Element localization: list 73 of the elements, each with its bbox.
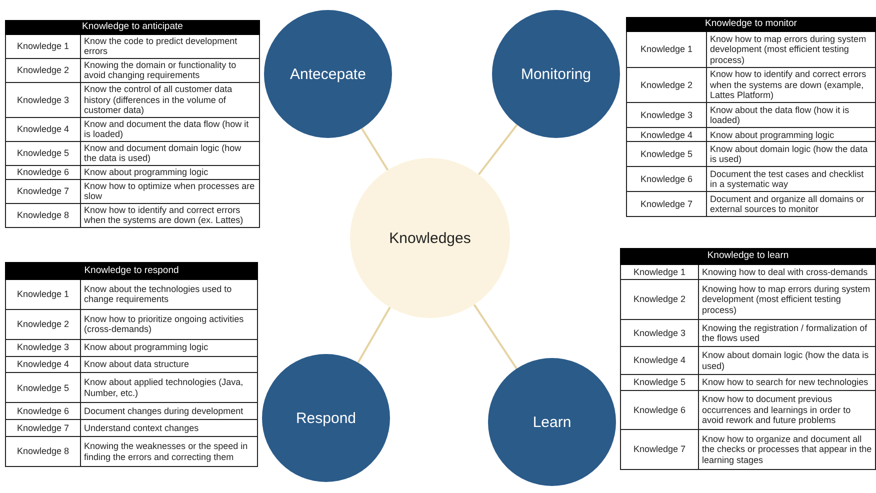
- description-cell: Know how to document previous occurrences and learnings in order to avoid rework and future problems: [698, 390, 876, 430]
- row-label-cell: Knowledge 2: [6, 309, 80, 340]
- table-header: Knowledge to respond: [6, 262, 258, 280]
- description-cell: Know about the technologies used to change requirements: [80, 279, 258, 310]
- row-label-cell: Knowledge 1: [626, 31, 706, 68]
- row-label-cell: Knowledge 4: [626, 128, 706, 142]
- row-label-cell: Knowledge 2: [6, 58, 80, 82]
- connector-line: [357, 306, 391, 364]
- description-cell: Knowing how to map errors during system development (most efficient testing process): [698, 280, 876, 320]
- row-label-cell: Knowledge 4: [620, 346, 698, 375]
- row-label-cell: Knowledge 6: [626, 166, 706, 192]
- description-cell: Know about applied technologies (Java, Number, etc.): [80, 372, 258, 403]
- description-cell: Know how to prioritize ongoing activities (cross-demands): [80, 309, 258, 340]
- topic-label: Monitoring: [520, 66, 592, 82]
- description-cell: Know how to search for new technologies: [698, 374, 876, 390]
- row-label-cell: Knowledge 1: [6, 279, 80, 310]
- description-cell: Understand context changes: [80, 420, 258, 437]
- description-cell: Know the code to predict development errors: [80, 34, 260, 58]
- description-cell: Know and document domain logic (how the data is used): [80, 141, 260, 166]
- row-label-cell: Knowledge 3: [6, 82, 80, 118]
- description-cell: Document the test cases and checklist in a systematic way: [706, 166, 876, 192]
- row-label-cell: Knowledge 8: [6, 436, 80, 466]
- topic-label: Knowledges: [389, 230, 471, 246]
- description-cell: Know how to organize and document all the checks or processes that appear in the learning stages: [698, 430, 876, 470]
- row-label-cell: Knowledge 7: [6, 420, 80, 437]
- description-cell: Know the control of all customer data history (differences in the volume of customer data): [80, 82, 260, 118]
- row-label-cell: Knowledge 5: [626, 142, 706, 167]
- row-label-cell: Knowledge 2: [626, 67, 706, 103]
- row-label-cell: Knowledge 7: [620, 430, 698, 470]
- row-label-cell: Knowledge 8: [6, 203, 80, 228]
- description-cell: Document and organize all domains or external sources to monitor: [706, 192, 876, 216]
- connector-line: [360, 128, 389, 171]
- row-label-cell: Knowledge 1: [6, 34, 80, 58]
- table-header: Knowledge to learn: [620, 248, 876, 264]
- row-label-cell: Knowledge 2: [620, 280, 698, 320]
- description-cell: Know about the data flow (how it is loaded): [706, 102, 876, 128]
- row-label-cell: Knowledge 1: [620, 264, 698, 280]
- description-cell: Know how to map errors during system development (most efficient testing process): [706, 31, 876, 68]
- row-label-cell: Knowledge 4: [6, 117, 80, 142]
- description-cell: Know about programming logic: [80, 339, 258, 356]
- description-cell: Know about programming logic: [706, 128, 876, 142]
- row-label-cell: Knowledge 3: [6, 339, 80, 356]
- table-header: Knowledge to anticipate: [6, 20, 260, 34]
- topic-label: Learn: [532, 414, 572, 430]
- description-cell: Knowing how to deal with cross-demands: [698, 264, 876, 280]
- topic-label: Antecepate: [290, 66, 366, 82]
- description-cell: Know how to identify and correct errors when the systems are down (ex. Lattes): [80, 203, 260, 228]
- connector-line: [478, 124, 518, 176]
- row-label-cell: Knowledge 7: [626, 192, 706, 216]
- row-label-cell: Knowledge 7: [6, 179, 80, 204]
- row-label-cell: Knowledge 4: [6, 356, 80, 373]
- description-cell: Knowing the weaknesses or the speed in finding the errors and correcting them: [80, 436, 258, 466]
- row-label-cell: Knowledge 6: [6, 166, 80, 180]
- topic-label: Respond: [296, 410, 356, 426]
- description-cell: Know how to optimize when processes are slow: [80, 179, 260, 204]
- row-label-cell: Knowledge 6: [6, 402, 80, 420]
- description-cell: Know how to identify and correct errors when the systems are down (example, Lattes Platform): [706, 67, 876, 103]
- row-label-cell: Knowledge 5: [6, 372, 80, 403]
- row-label-cell: Knowledge 6: [620, 390, 698, 430]
- connector-line: [473, 304, 518, 370]
- row-label-cell: Knowledge 3: [626, 102, 706, 128]
- table-header: Knowledge to monitor: [626, 18, 876, 32]
- description-cell: Know about domain logic (how the data is used): [706, 142, 876, 167]
- row-label-cell: Knowledge 3: [620, 319, 698, 347]
- description-cell: Know about data structure: [80, 356, 258, 373]
- description-cell: Know about domain logic (how the data is used): [698, 346, 876, 375]
- description-cell: Know about programming logic: [80, 166, 260, 180]
- description-cell: Knowing the domain or functionality to avoid changing requirements: [80, 58, 260, 82]
- description-cell: Knowing the registration / formalization of the flows used: [698, 319, 876, 347]
- description-cell: Document changes during development: [80, 402, 258, 420]
- row-label-cell: Knowledge 5: [6, 141, 80, 166]
- row-label-cell: Knowledge 5: [620, 374, 698, 390]
- description-cell: Know and document the data flow (how it is loaded): [80, 117, 260, 142]
